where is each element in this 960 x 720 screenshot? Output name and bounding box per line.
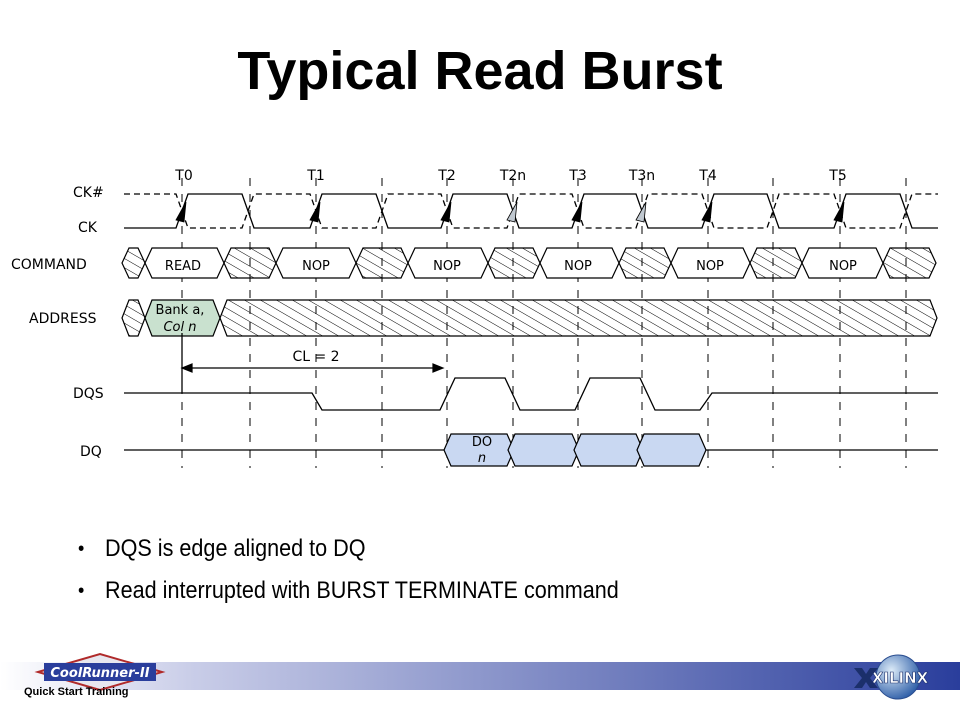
time-label: T3n (628, 168, 655, 184)
signal-label-dq: DQ (80, 444, 102, 460)
time-label: T5 (828, 168, 846, 184)
dq-label-line2: n (478, 451, 486, 466)
clock-edge-arrow (506, 201, 518, 223)
time-label: T4 (698, 168, 717, 184)
dqs-waveform (124, 377, 938, 411)
time-label: T3 (568, 168, 586, 184)
xilinx-logo-text: XILINX (872, 669, 929, 687)
bullet-item: •Read interrupted with BURST TERMINATE c… (78, 570, 619, 612)
bus-segment (618, 247, 672, 279)
bullet-dot-icon: • (78, 538, 85, 560)
command-bus (121, 247, 937, 279)
command-labels: READ NOP NOP NOP NOP NOP (165, 259, 857, 274)
command-label: NOP (302, 259, 330, 274)
coolrunner-logo-text: CoolRunner-II (50, 666, 149, 681)
bus-segment (749, 247, 803, 279)
training-label: Quick Start Training (24, 686, 129, 698)
time-label: T1 (306, 168, 324, 184)
bus-segment (882, 247, 937, 279)
signal-label-ckn: CK# (73, 185, 104, 201)
address-label-line1: Bank a, (156, 303, 205, 318)
clock-edge-arrow (175, 201, 187, 223)
dq-bus (124, 433, 938, 467)
bus-segment (487, 247, 541, 279)
bullet-item: •DQS is edge aligned to DQ (78, 528, 619, 570)
bus-segment (121, 247, 146, 279)
coolrunner-logo: CoolRunner-II (34, 652, 166, 692)
command-label: NOP (696, 259, 724, 274)
bus-segment (507, 433, 580, 467)
command-label: NOP (433, 259, 461, 274)
time-label: T0 (174, 168, 192, 184)
time-label: T2 (437, 168, 455, 184)
ckn-waveform (124, 193, 938, 229)
xilinx-x-icon (854, 668, 878, 688)
bullet-list: •DQS is edge aligned to DQ •Read interru… (78, 528, 679, 612)
command-label: READ (165, 259, 201, 274)
bus-segment (636, 433, 707, 467)
bullet-dot-icon: • (78, 580, 85, 602)
xilinx-logo: XILINX (854, 654, 929, 700)
address-bus (121, 299, 938, 337)
ck-waveform (124, 193, 938, 229)
clock-edge-arrow (309, 201, 321, 223)
signal-label-address: ADDRESS (29, 311, 97, 327)
clock-edge-arrow (440, 201, 452, 223)
timing-diagram: CK# CK COMMAND ADDRESS DQS DQ T0 T1 T2 T… (11, 168, 938, 468)
cas-latency-arrow (180, 333, 445, 393)
bus-segment (219, 299, 938, 337)
command-label: NOP (829, 259, 857, 274)
clock-edge-arrow (635, 201, 647, 223)
signal-label-dqs: DQS (73, 386, 104, 402)
page-title: Typical Read Burst (237, 41, 723, 101)
clock-edge-arrow (571, 201, 583, 223)
clock-edge-arrow (701, 201, 713, 223)
cas-latency-label: CL = 2 (292, 349, 339, 365)
address-label-line2: Col n (163, 320, 196, 335)
bus-segment (121, 299, 146, 337)
dq-label-line1: DO (472, 435, 492, 450)
clock-waveforms (124, 193, 938, 229)
signal-label-command: COMMAND (11, 257, 87, 273)
time-labels: T0 T1 T2 T2n T3 T3n T4 T5 (174, 168, 846, 184)
bus-segment (355, 247, 409, 279)
bus-segment (573, 433, 644, 467)
time-label: T2n (499, 168, 526, 184)
command-label: NOP (564, 259, 592, 274)
clock-edge-arrow (833, 201, 845, 223)
footer-bar (0, 650, 960, 720)
clock-edge-arrows (175, 201, 845, 223)
signal-label-ck: CK (78, 220, 98, 236)
bus-segment (223, 247, 277, 279)
